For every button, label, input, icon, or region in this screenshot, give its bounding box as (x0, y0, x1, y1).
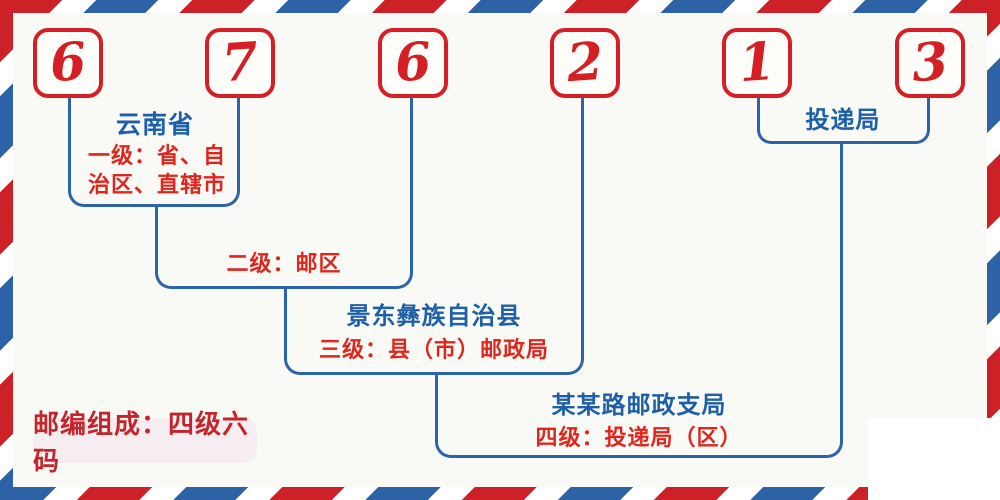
connector-level3-right (435, 98, 584, 375)
digit-6: 3 (909, 30, 951, 95)
digit-box-2: 7 (205, 28, 275, 98)
level1-desc-line2: 治区、直辖市 (87, 172, 226, 197)
level1-place-label: 云南省 (115, 111, 194, 139)
delivery-office-label: 投递局 (805, 107, 881, 134)
digit-4: 2 (564, 30, 606, 95)
digit-box-1: 6 (33, 28, 103, 98)
connector-delivery-right (843, 98, 930, 144)
composition-badge-text: 邮编组成：四级六码 (33, 408, 250, 476)
digit-box-5: 1 (722, 28, 792, 98)
corner-patch (868, 418, 1000, 500)
connector-level2-right (284, 98, 413, 289)
level4-desc-label: 四级：投递局（区） (535, 425, 743, 450)
digit-box-4: 2 (550, 28, 620, 98)
connector-level4-right (639, 144, 843, 458)
digit-3: 6 (392, 30, 434, 95)
digit-box-6: 3 (895, 28, 965, 98)
digit-1: 6 (47, 30, 89, 95)
connector-level2-left (155, 207, 284, 289)
level2-desc-label: 二级：邮区 (226, 251, 342, 276)
level3-desc-label: 三级：县（市）邮政局 (318, 337, 549, 362)
level3-place-label: 景东彝族自治县 (346, 303, 522, 330)
connector-level4-left (435, 375, 639, 458)
composition-badge: 邮编组成：四级六码 (33, 409, 257, 476)
connector-level3-left (284, 289, 435, 375)
connector-level1-left (68, 98, 155, 207)
level1-desc-label: 一级：省、自 治区、直辖市 (37, 141, 277, 199)
diagram-background (13, 13, 987, 487)
connector-delivery-left (757, 98, 843, 144)
connector-level1-right (155, 98, 240, 207)
digit-2: 7 (219, 30, 261, 95)
digit-box-3: 6 (378, 28, 448, 98)
digit-5: 1 (736, 30, 778, 95)
level1-desc-line1: 一级：省、自 (87, 143, 226, 168)
level4-place-label: 某某路邮政支局 (551, 392, 727, 419)
